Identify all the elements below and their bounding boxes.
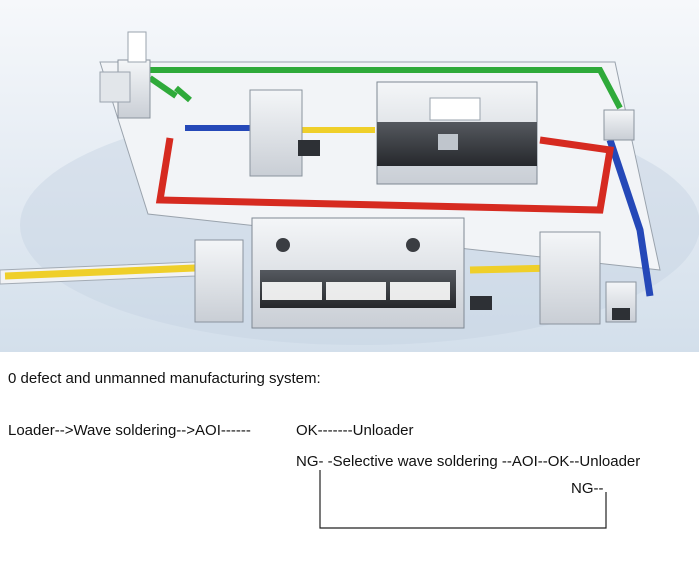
main-flow-line: Loader-->Wave soldering-->AOI------ <box>8 422 251 439</box>
red-track <box>155 136 615 214</box>
front-loader-unit <box>194 239 244 323</box>
ng-return-loop-line <box>319 470 607 529</box>
diagram-caption: 0 defect and unmanned manufacturing syst… <box>8 370 321 387</box>
ng-branch: NG- -Selective wave soldering --AOI--OK-… <box>296 453 641 470</box>
wave-soldering-machine <box>251 217 465 329</box>
selective-soldering-machine <box>376 81 538 185</box>
blue-track <box>185 125 654 297</box>
back-inspection-unit <box>249 89 320 177</box>
production-line-illustration <box>0 0 699 352</box>
loader-machine <box>99 31 151 119</box>
second-ng-branch: NG-- <box>571 480 604 497</box>
ok-branch: OK-------Unloader <box>296 422 414 439</box>
aoi-machine <box>470 231 637 325</box>
unloader-machine-back <box>603 109 635 141</box>
green-track <box>148 67 623 110</box>
